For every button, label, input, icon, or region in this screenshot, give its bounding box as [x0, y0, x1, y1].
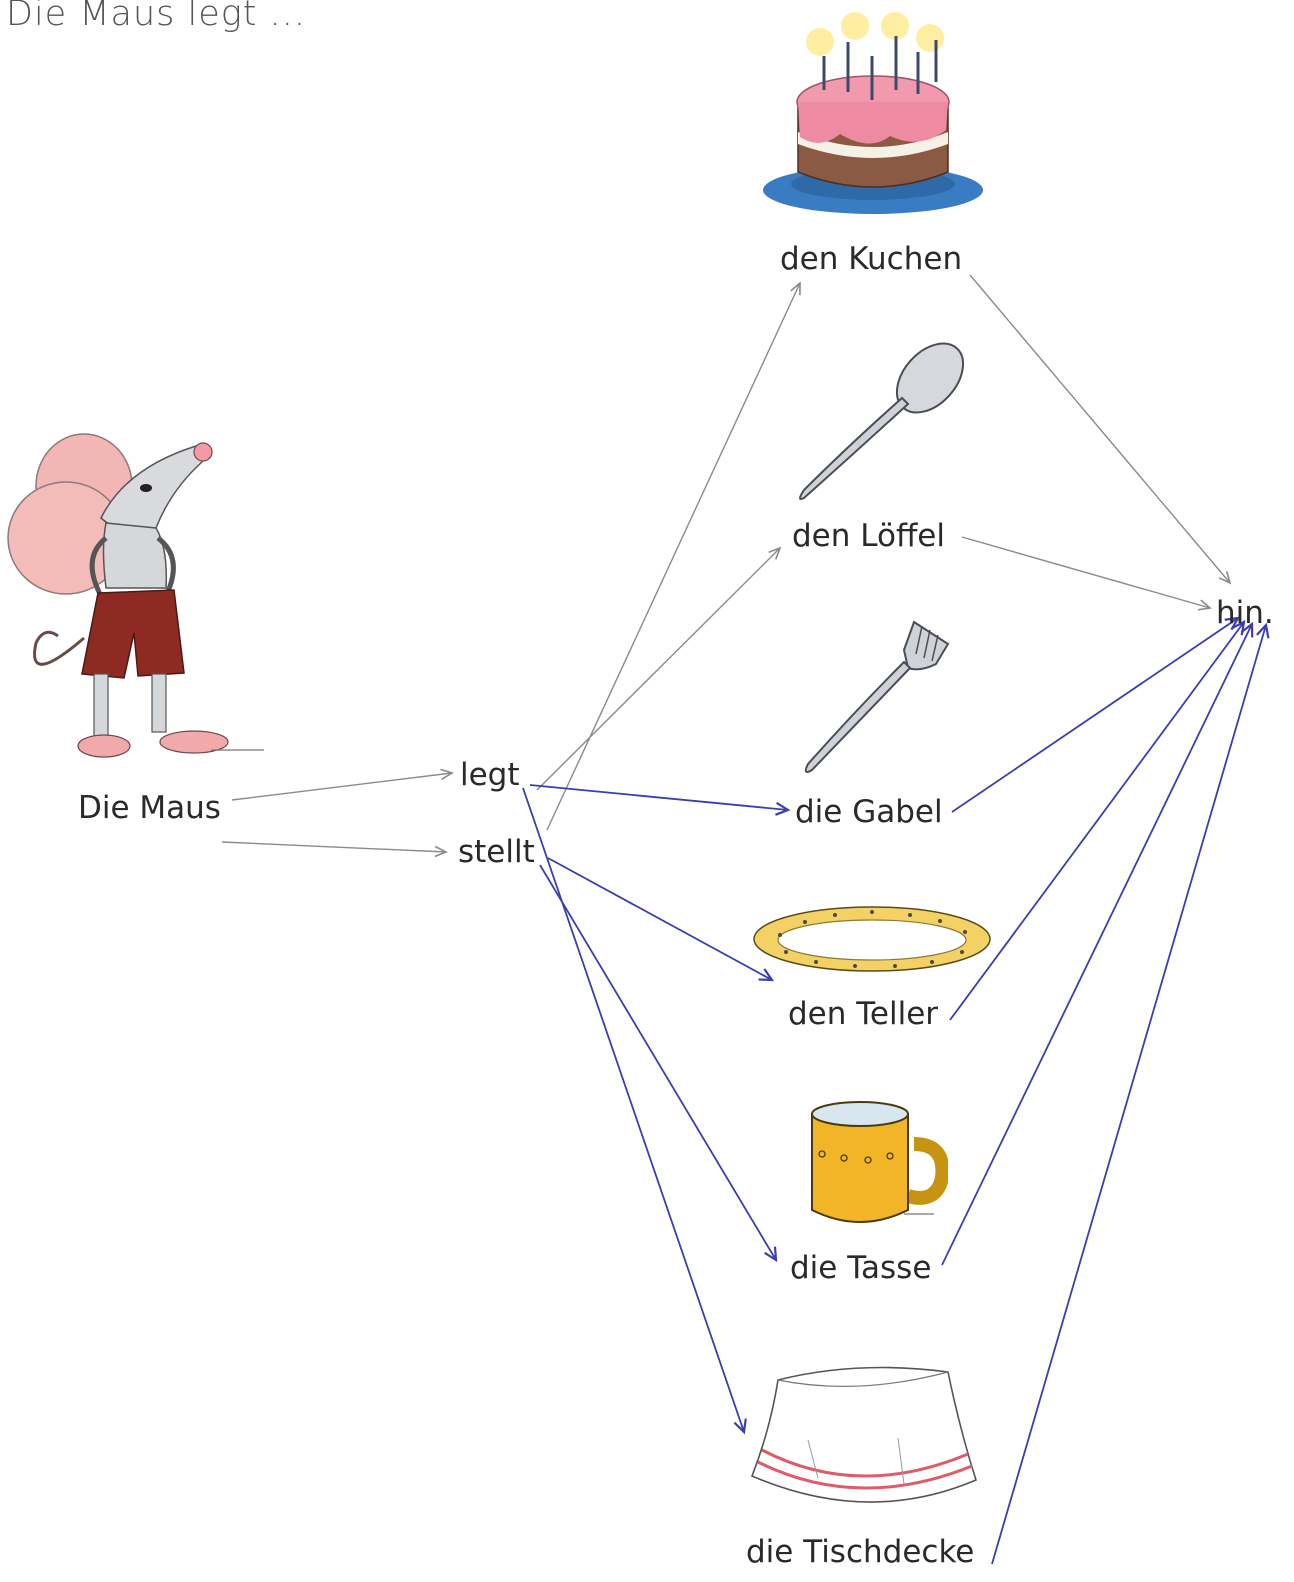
arrow-maus-stellt — [221, 841, 448, 858]
arrow-stellt-teller — [547, 857, 775, 982]
arrow-legt-gabel — [529, 784, 791, 816]
tablecloth-illustration — [750, 1366, 977, 1503]
word-stellt: stellt — [458, 834, 535, 870]
arrow-gabel-hin — [951, 616, 1241, 813]
arrow-maus-legt — [231, 768, 454, 801]
word-die-gabel: die Gabel — [795, 794, 943, 830]
arrow-stellt-tasse — [539, 864, 778, 1263]
exercise-heading: Die Maus legt ... — [6, 0, 307, 34]
word-die-tasse: die Tasse — [790, 1250, 932, 1286]
arrow-legt-tischdecke — [522, 787, 747, 1435]
spoon-illustration — [799, 342, 965, 500]
word-hin: hin. — [1216, 595, 1274, 631]
fork-illustration — [804, 620, 950, 773]
word-die-maus: Die Maus — [78, 790, 221, 826]
arrow-stellt-kuchen — [546, 281, 801, 831]
arrow-tischdecke-hin — [991, 622, 1270, 1565]
word-den-loeffel: den Löffel — [792, 518, 945, 554]
mug-illustration — [811, 1101, 948, 1223]
arrow-kuchen-hin — [969, 274, 1232, 585]
arrow-legt-loeffel — [536, 546, 782, 791]
word-legt: legt — [460, 757, 520, 793]
arrow-teller-hin — [949, 620, 1246, 1021]
word-die-tischdecke: die Tischdecke — [746, 1534, 975, 1570]
mouse-illustration — [7, 433, 264, 758]
plate-illustration — [753, 906, 991, 972]
arrow-loeffel-hin — [961, 536, 1212, 611]
birthday-cake-illustration — [763, 12, 983, 214]
word-den-kuchen: den Kuchen — [780, 241, 963, 277]
word-den-teller: den Teller — [788, 996, 939, 1032]
arrow-tasse-hin — [941, 621, 1254, 1266]
